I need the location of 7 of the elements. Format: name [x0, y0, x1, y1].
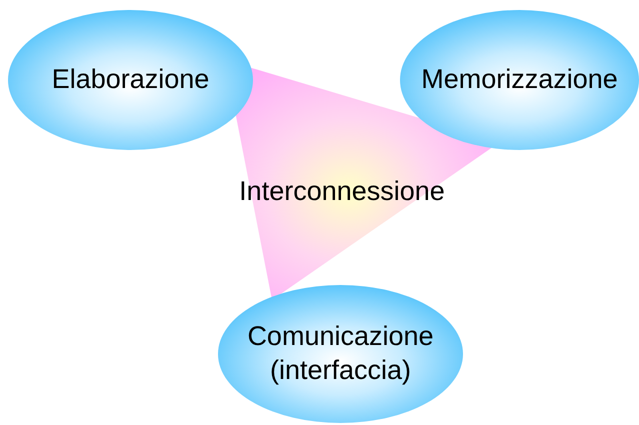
- oval-node: [218, 285, 463, 423]
- node-label: Elaborazione: [52, 63, 210, 96]
- node-label: Memorizzazione: [421, 63, 618, 96]
- oval-node: [8, 10, 253, 150]
- node-label: Interconnessione: [239, 175, 445, 208]
- oval-node: [400, 10, 639, 150]
- node-label: Comunicazione (interfaccia): [246, 320, 435, 387]
